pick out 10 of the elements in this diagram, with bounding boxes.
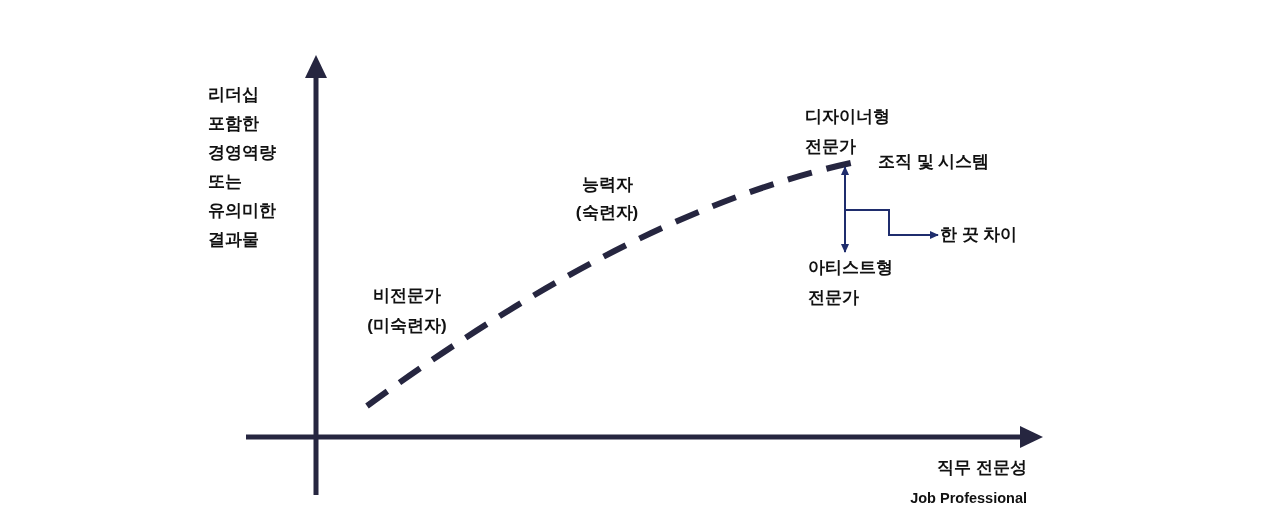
annotation-label: 한 끗 차이 (940, 223, 1018, 247)
arrow (840, 166, 850, 253)
axis-title: 직무 전문성 (937, 457, 1027, 479)
axis-title: 리더십 포함한 경영역량 또는 유의미한 결과물 (208, 84, 276, 251)
axis-subtitle: Job Professional (910, 489, 1027, 508)
curve-label: 능력자 (숙련자) (575, 174, 639, 224)
node-label: 아티스트형 전문가 (808, 253, 893, 313)
arrow (844, 209, 939, 240)
curve-end-label: 조직 및 시스템 (878, 151, 990, 173)
curve-label: 비전문가 (미숙련자) (367, 285, 447, 337)
